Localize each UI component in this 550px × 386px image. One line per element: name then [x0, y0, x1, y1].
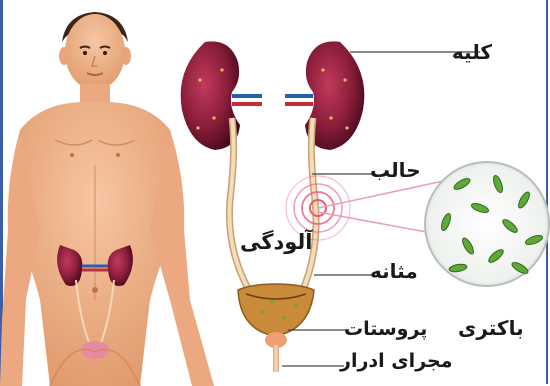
ureter-label: حالب	[370, 160, 421, 180]
bladder-label: مثانه	[370, 261, 418, 281]
infection-label: آلودگی	[240, 232, 313, 253]
kidney-label: کلیه	[452, 42, 492, 62]
urethra-label: مجرای ادرار	[340, 352, 452, 371]
head	[65, 14, 125, 90]
bacteria-zoom-circle	[318, 162, 549, 286]
human-figure	[0, 12, 214, 386]
bacteria-label: باکتری	[458, 318, 524, 338]
bladder	[238, 284, 314, 336]
prostate-label: پروستات	[344, 320, 427, 339]
renal-vessels	[232, 96, 313, 104]
